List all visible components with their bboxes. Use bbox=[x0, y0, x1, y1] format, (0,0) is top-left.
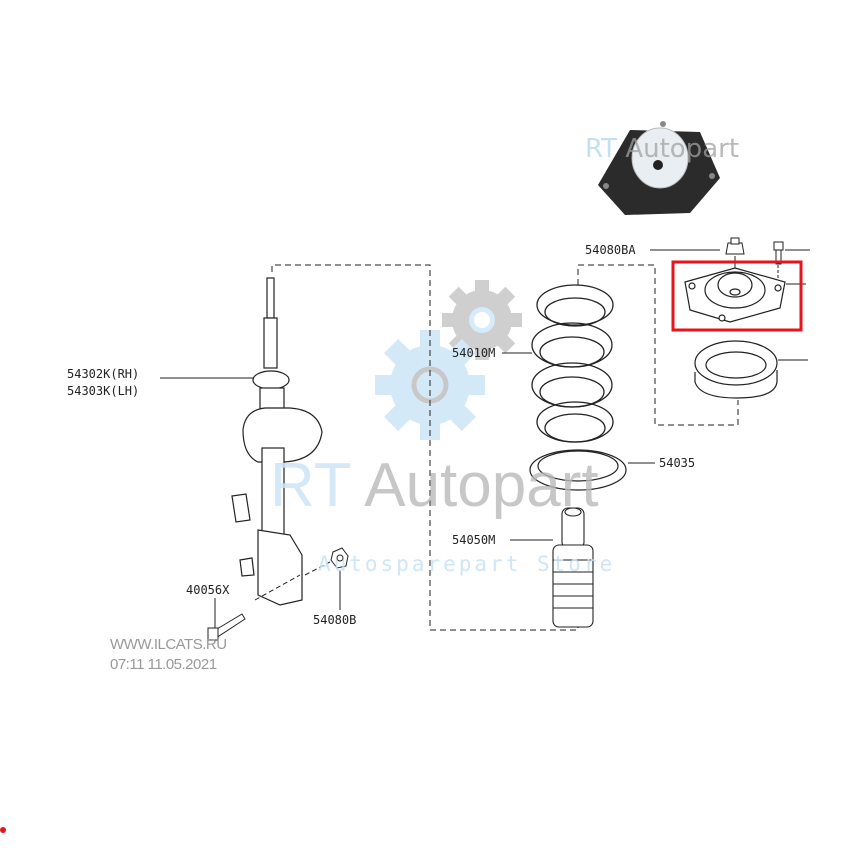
highlight-box[interactable] bbox=[671, 260, 803, 332]
bolt-dashed-axis bbox=[254, 574, 301, 601]
callout-spring[interactable]: 54010M bbox=[452, 346, 495, 360]
callout-strut-rh[interactable]: 54302K(RH) bbox=[67, 367, 139, 381]
strut-mount bbox=[684, 267, 786, 323]
source-site: WWW.ILCATS.RU bbox=[110, 636, 227, 653]
callout-bolt[interactable]: 40056X bbox=[186, 583, 230, 597]
callout-strut-lh[interactable]: 54303K(LH) bbox=[67, 384, 139, 398]
brand-watermark-name: Autopart bbox=[364, 451, 599, 520]
nut-54080b bbox=[330, 547, 349, 610]
bolt-40056x bbox=[207, 598, 246, 641]
callout-nut-top[interactable]: 54080BA bbox=[585, 243, 636, 257]
nut-dashed-axis bbox=[304, 561, 331, 576]
red-dot-marker bbox=[0, 827, 6, 833]
brand-watermark: RT Autopart bbox=[270, 455, 599, 517]
photo-watermark: RT Autopart bbox=[585, 135, 739, 163]
assembly-dashed-lines bbox=[271, 264, 739, 631]
callout-bump-stop[interactable]: 54050M bbox=[452, 533, 495, 547]
strut-assembly bbox=[231, 277, 323, 606]
gear-watermark-gray-icon bbox=[442, 280, 522, 360]
callout-nut-lower[interactable]: 54080B bbox=[313, 613, 356, 627]
spring-seat-54035 bbox=[529, 449, 627, 491]
mount-bearing bbox=[694, 340, 778, 399]
brand-watermark-rt: RT bbox=[270, 451, 351, 520]
bump-stop-54050m bbox=[552, 507, 594, 628]
photo-watermark-rt: RT bbox=[585, 134, 618, 164]
tagline-watermark: Autosparepart Store bbox=[318, 552, 616, 576]
source-timestamp: 07:11 11.05.2021 bbox=[110, 656, 217, 673]
bolt-top bbox=[773, 241, 810, 280]
nut-54080ba bbox=[725, 237, 745, 270]
callout-spring-seat[interactable]: 54035 bbox=[659, 456, 695, 470]
coil-spring-54010m bbox=[531, 284, 614, 443]
photo-watermark-name: Autopart bbox=[625, 134, 740, 164]
product-photo-strut-mount bbox=[598, 121, 720, 215]
